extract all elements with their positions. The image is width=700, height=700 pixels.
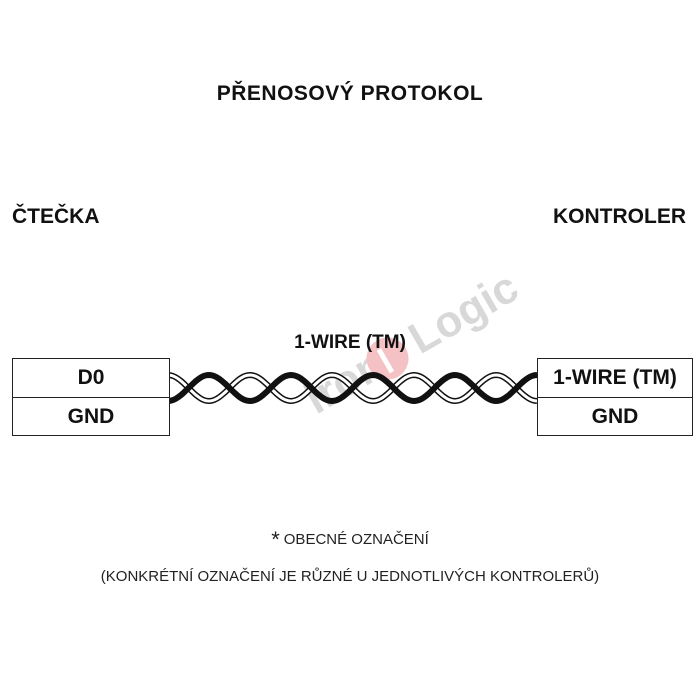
wire-label: 1-WIRE (TM)	[294, 332, 406, 353]
diagram-title: PŘENOSOVÝ PROTOKOL	[216, 82, 484, 105]
controller-connector: 1-WIRE (TM) GND	[537, 358, 693, 436]
reader-pin-gnd: GND	[13, 397, 169, 435]
reader-connector: D0 GND	[12, 358, 170, 436]
ironlogic-watermark: iron l Logic	[297, 262, 527, 423]
controller-pin-gnd: GND	[538, 397, 692, 435]
ground-wire	[167, 372, 538, 404]
note-general-text: OBECNÉ OZNAČENÍ	[283, 531, 429, 548]
reader-label: ČTEČKA	[12, 205, 100, 228]
controller-label: KONTROLER	[553, 205, 686, 228]
note-specific: (KONKRÉTNÍ OZNAČENÍ JE RŮZNÉ U JEDNOTLIV…	[100, 568, 600, 585]
reader-pin-d0: D0	[77, 366, 105, 389]
asterisk: *	[271, 527, 280, 552]
note-general: *OBECNÉ OZNAČENÍ	[0, 527, 700, 553]
controller-pin-1wire: 1-WIRE (TM)	[553, 366, 677, 389]
